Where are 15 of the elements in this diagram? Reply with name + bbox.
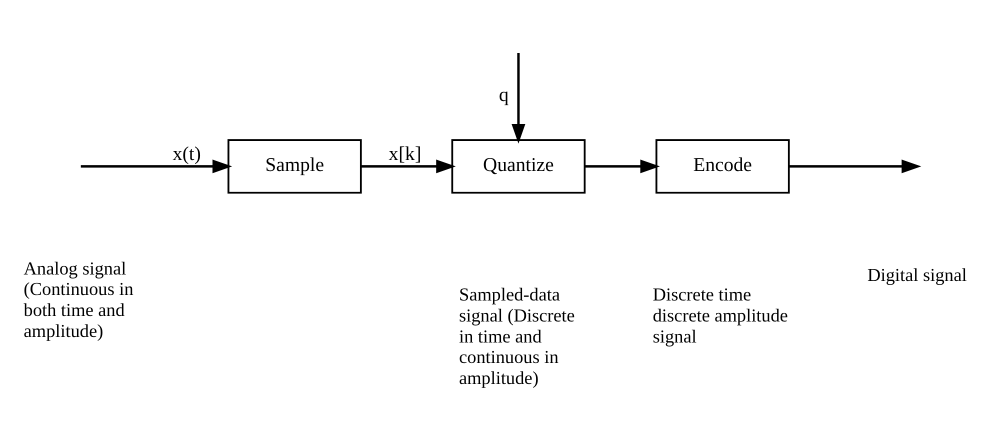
label: Analog signal (Continuous in both time and amplitude) <box>24 258 134 341</box>
node-box: Quantize <box>451 139 586 194</box>
edge-label: x[k] <box>388 144 422 166</box>
arrow <box>788 160 922 174</box>
label: Discrete time discrete amplitude signal <box>652 284 788 346</box>
label: Sampled-data signal (Discrete in time and continuous in amplitude) <box>458 284 575 388</box>
arrow <box>80 160 232 174</box>
node-box: Sample <box>228 139 362 194</box>
arrow <box>361 160 456 174</box>
arrow <box>512 52 526 144</box>
edge-label: x(t) <box>172 144 201 166</box>
arrow <box>585 160 660 174</box>
node-box: Encode <box>656 139 790 194</box>
label: Digital signal <box>867 265 967 286</box>
edge-label: q <box>498 85 509 106</box>
